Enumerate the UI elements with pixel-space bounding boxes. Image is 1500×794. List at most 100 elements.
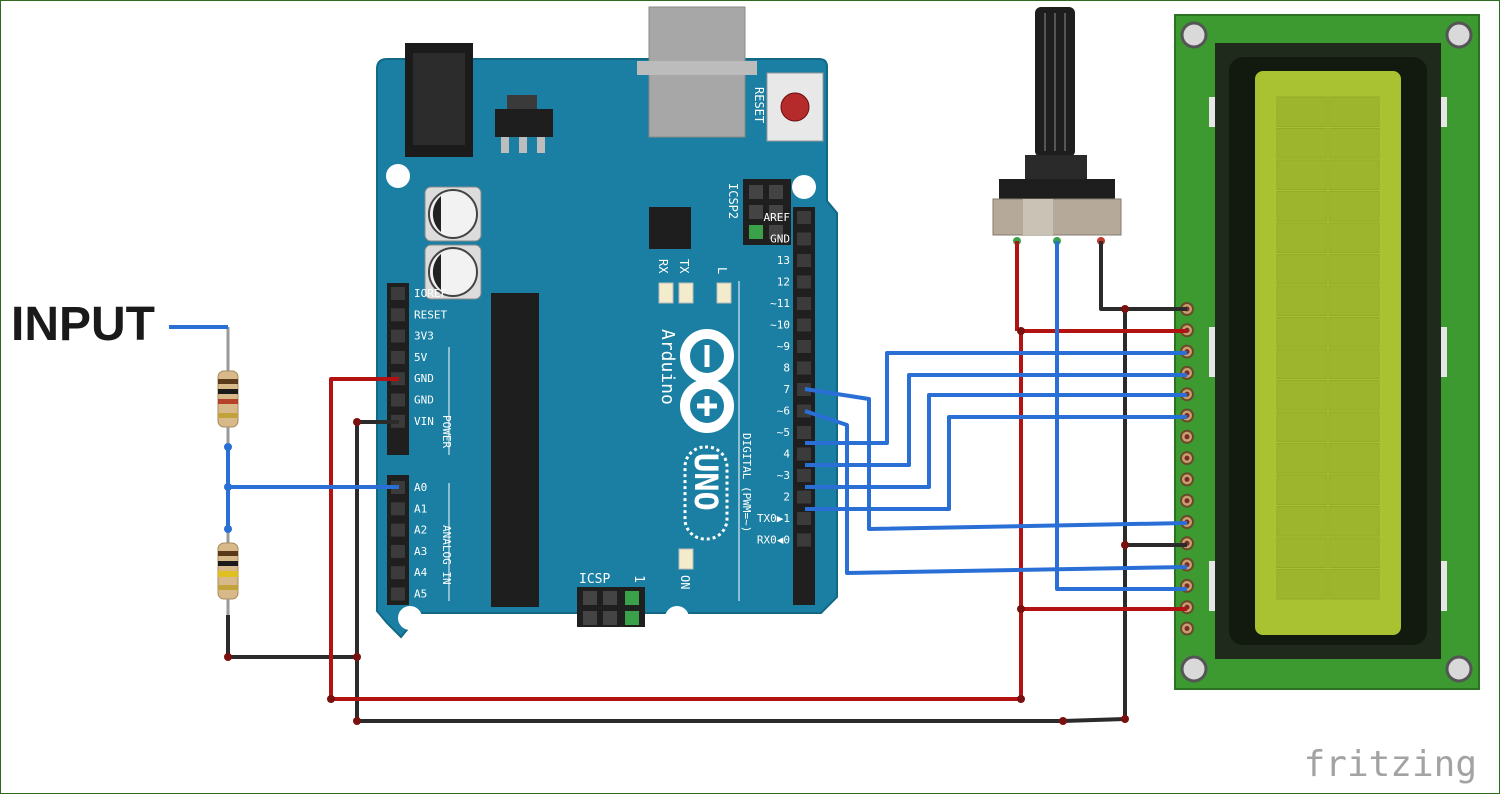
lcd-character-cell [1328, 222, 1380, 253]
potentiometer-body [992, 198, 1122, 236]
analog-pin-socket [391, 544, 405, 558]
power-pin-socket [391, 329, 405, 343]
lcd-character-cell [1328, 317, 1380, 348]
analog-header [387, 475, 409, 605]
tx-label: TX [677, 259, 691, 274]
digital-pin-socket [797, 254, 811, 267]
analog-pin-label: A4 [414, 566, 428, 579]
lcd-character-cell [1328, 128, 1380, 159]
lcd-pin-hole [1184, 476, 1190, 482]
digital-pin-label: 13 [777, 254, 790, 267]
digital-pin-socket [797, 490, 811, 504]
lcd-character-cell [1276, 159, 1328, 190]
resistor-bottom [217, 529, 239, 615]
potentiometer[interactable] [992, 7, 1122, 245]
lcd-character-cell [1328, 254, 1380, 285]
wire-joints [224, 305, 1129, 725]
l-led [716, 282, 732, 304]
digital-pin-socket [797, 404, 811, 418]
uno-badge [683, 445, 729, 541]
icsp-pin1-label: 1 [631, 575, 646, 583]
power-wire [329, 329, 1187, 701]
lcd-character-cell [1328, 285, 1380, 316]
digital-pin-socket [797, 512, 811, 525]
lcd-character-cell [1276, 191, 1328, 222]
digital-pin-label: GND [770, 233, 790, 246]
mounting-hole [665, 606, 689, 630]
lcd-character-cell [1276, 474, 1328, 505]
usb-chip [649, 207, 691, 249]
lcd-character-cell [1276, 380, 1328, 411]
d7-wire [805, 415, 1187, 511]
icsp-header [577, 587, 645, 627]
lcd-character-cell [1276, 254, 1328, 285]
digital-pin-socket [797, 275, 811, 289]
analog-pin-socket [391, 566, 405, 580]
on-label: ON [678, 575, 692, 589]
digital-pin-socket [797, 232, 811, 246]
digital-pin-label: 4 [783, 448, 790, 461]
uno-text: UNO [687, 453, 725, 511]
analog-pin-label: A5 [414, 588, 427, 601]
digital-pin-socket [797, 447, 811, 461]
fritzing-watermark: fritzing [1303, 744, 1477, 785]
lcd-character-cell [1276, 537, 1328, 568]
digital-pin-socket [797, 426, 811, 439]
power-pin-socket [391, 393, 405, 407]
rx-led [658, 282, 674, 304]
pot-wiper-wire [1055, 241, 1187, 591]
power-pin-label: GND [414, 394, 434, 407]
wire-group-power [329, 241, 1187, 701]
input-label: INPUT [11, 298, 155, 351]
reset-button[interactable] [766, 72, 824, 142]
digital-pin-label: AREF [764, 211, 791, 224]
arduino-board: RESET ICSP2 TX RX L [376, 6, 838, 639]
digital-pin-label: ~5 [777, 426, 790, 439]
wire-group-signal [169, 241, 1188, 591]
lcd-character-cell [1276, 506, 1328, 537]
lcd-16x2 [1174, 14, 1480, 690]
resistor-top [217, 327, 239, 447]
lcd-character-cell [1276, 222, 1328, 253]
power-pin-label: IOREF [414, 287, 447, 300]
lcd-character-cell [1328, 506, 1380, 537]
lcd-character-cell [1328, 569, 1380, 600]
lcd-character-cell [1276, 569, 1328, 600]
analog-pin-label: A2 [414, 524, 427, 537]
analog-pin-label: A1 [414, 502, 427, 515]
mounting-hole [398, 606, 422, 630]
digital-pin-label: 7 [783, 383, 790, 396]
capacitor [424, 244, 482, 300]
power-pin-socket [391, 350, 405, 364]
analog-pin-socket [391, 502, 405, 516]
on-led [678, 548, 694, 570]
lcd-character-grid [1276, 96, 1380, 600]
digital-pin-socket [797, 297, 811, 310]
lcd-character-cell [1328, 159, 1380, 190]
lcd-character-cell [1328, 537, 1380, 568]
digital-pin-label: 8 [783, 362, 790, 375]
digital-pin-socket [797, 340, 811, 353]
d6-wire [805, 393, 1187, 489]
digital-pin-socket [797, 533, 811, 547]
icsp2-label: ICSP2 [726, 183, 740, 219]
d5-wire [805, 373, 1187, 467]
d4-wire [805, 351, 1187, 445]
rx-label: RX [656, 259, 670, 274]
power-pin-label: 3V3 [414, 330, 434, 343]
lcd-character-cell [1328, 474, 1380, 505]
digital-pin-label: TX0▶1 [757, 512, 790, 525]
power-header-label: POWER [440, 415, 453, 448]
analog-pin-label: A0 [414, 481, 427, 494]
icsp2-header [743, 179, 791, 245]
microcontroller-chip [491, 293, 539, 607]
analog-pin-socket [391, 587, 405, 601]
power-header [387, 283, 409, 455]
lcd-character-cell [1276, 128, 1328, 159]
digital-pin-label: ~11 [770, 297, 790, 310]
digital-pin-label: ~6 [777, 405, 790, 418]
lcd-character-cell [1276, 317, 1328, 348]
